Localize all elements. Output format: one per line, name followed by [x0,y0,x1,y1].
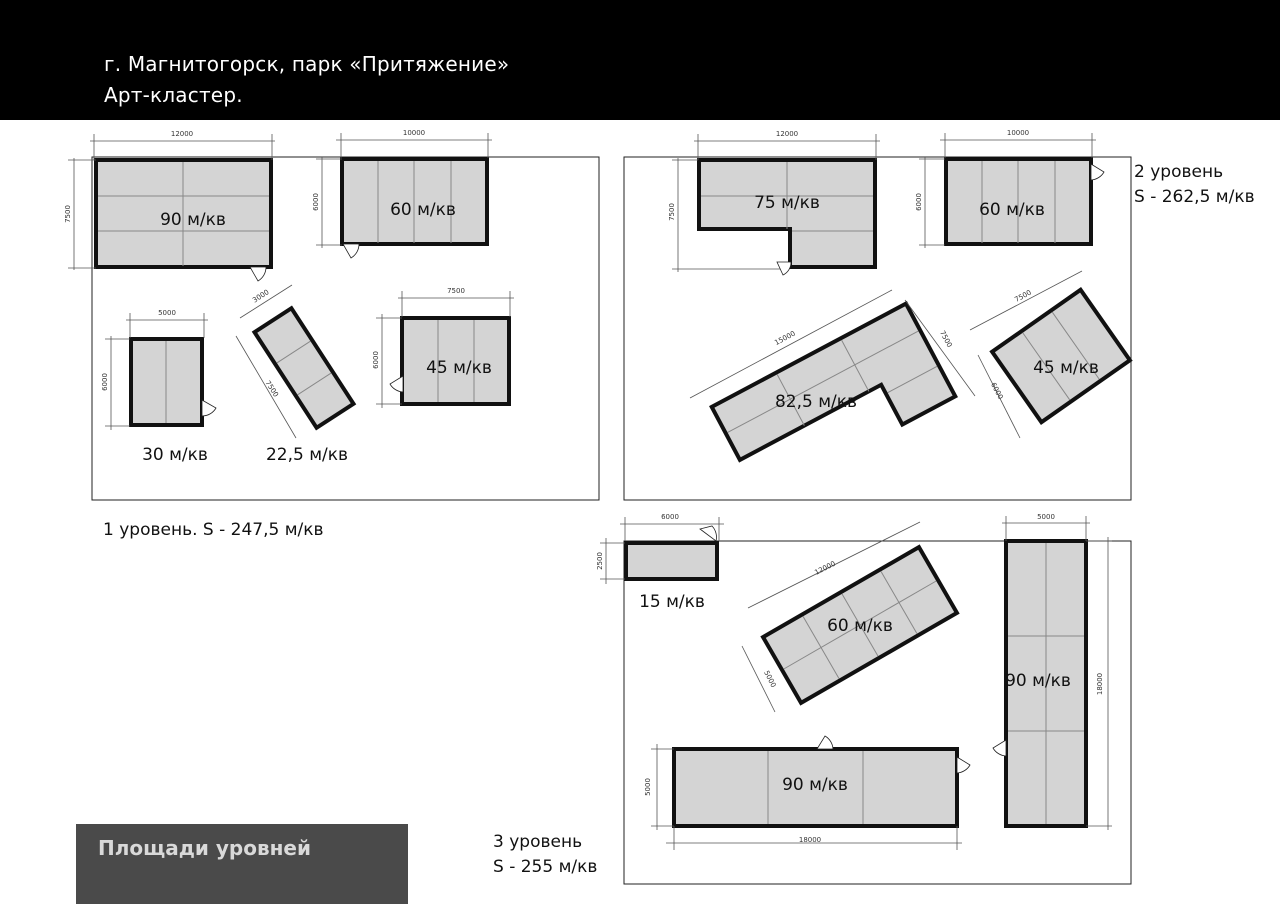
l1-module-90: 90 м/кв [94,158,273,269]
level-1-area-label: 1 уровень. S - 247,5 м/кв [103,520,324,540]
dim-label: 3000 [251,288,270,304]
module-area-label: 30 м/кв [142,445,208,465]
level-2-area: S - 262,5 м/кв [1134,187,1255,207]
dim-label: 7500 [263,379,279,398]
dim-label: 10000 [403,129,425,137]
dim-label: 7500 [447,287,465,295]
level-2-outline [623,156,1132,501]
dim-label: 2500 [596,552,604,570]
module-area-label: 45 м/кв [1033,358,1099,378]
module-area-label: 90 м/кв [160,210,226,230]
module-area-label: 60 м/кв [390,200,456,220]
levels-area-panel: Площади уровней [76,824,408,904]
module-area-label: 90 м/кв [782,775,848,795]
module-area-label: 15 м/кв [639,592,705,612]
module-area-label: 45 м/кв [426,358,492,378]
header-subtitle: Арт-кластер. [104,83,243,107]
module-area-label: 60 м/кв [827,616,893,636]
module-area-label: 82,5 м/кв [775,392,857,412]
l1-module-22-5 [251,305,357,431]
dim-label: 18000 [1096,673,1104,695]
dim-label: 15000 [773,329,796,347]
module-area-label: 75 м/кв [754,193,820,213]
dim-label: 6000 [312,193,320,211]
l2-module-60: 60 м/кв [944,157,1093,246]
l1-module-30 [129,337,204,427]
l3-module-90-vertical: 90 м/кв [1004,539,1088,828]
dim-label: 12000 [813,560,836,577]
header-title: г. Магнитогорск, парк «Притяжение» [104,52,510,76]
dim-label: 6000 [661,513,679,521]
l2-module-75: 75 м/кв [697,158,877,269]
dim-label: 7500 [668,203,676,221]
l3-module-90-horizontal: 90 м/кв [672,747,959,828]
l1-module-45: 45 м/кв [400,316,511,406]
dim-label: 5000 [644,778,652,796]
level-3-title: 3 уровень [493,832,583,852]
dim-label: 6000 [372,351,380,369]
dim-label: 7500 [938,329,953,348]
dim-label: 6000 [101,373,109,391]
module-area-label: 22,5 м/кв [266,445,348,465]
dim-label: 7500 [64,205,72,223]
l2-module-45 [989,287,1133,425]
panel-title: Площади уровней [98,836,312,860]
l1-module-60: 60 м/кв [340,157,489,246]
dimension-labels: 12000 7500 10000 6000 5000 6000 3000 750… [64,129,1104,844]
dim-label: 18000 [799,836,821,844]
level-2-title: 2 уровень [1134,162,1224,182]
level-3-area: S - 255 м/кв [493,857,598,877]
l3-module-60 [760,544,960,706]
dimension-lines [68,133,1112,850]
dim-label: 5000 [1037,513,1055,521]
l2-module-82-5 [709,300,958,463]
dim-label: 5000 [158,309,176,317]
dim-label: 5000 [762,669,777,689]
door-swings [201,163,1105,774]
dim-label: 10000 [1007,129,1029,137]
module-area-label: 90 м/кв [1005,671,1071,691]
dim-label: 12000 [171,130,193,138]
header-bar: г. Магнитогорск, парк «Притяжение» Арт-к… [0,0,1280,120]
l3-module-15 [624,541,719,581]
dim-label: 6000 [989,381,1004,400]
module-area-label: 60 м/кв [979,200,1045,220]
dim-label: 12000 [776,130,798,138]
dim-label: 6000 [915,193,923,211]
level-3-outline [623,540,1132,885]
